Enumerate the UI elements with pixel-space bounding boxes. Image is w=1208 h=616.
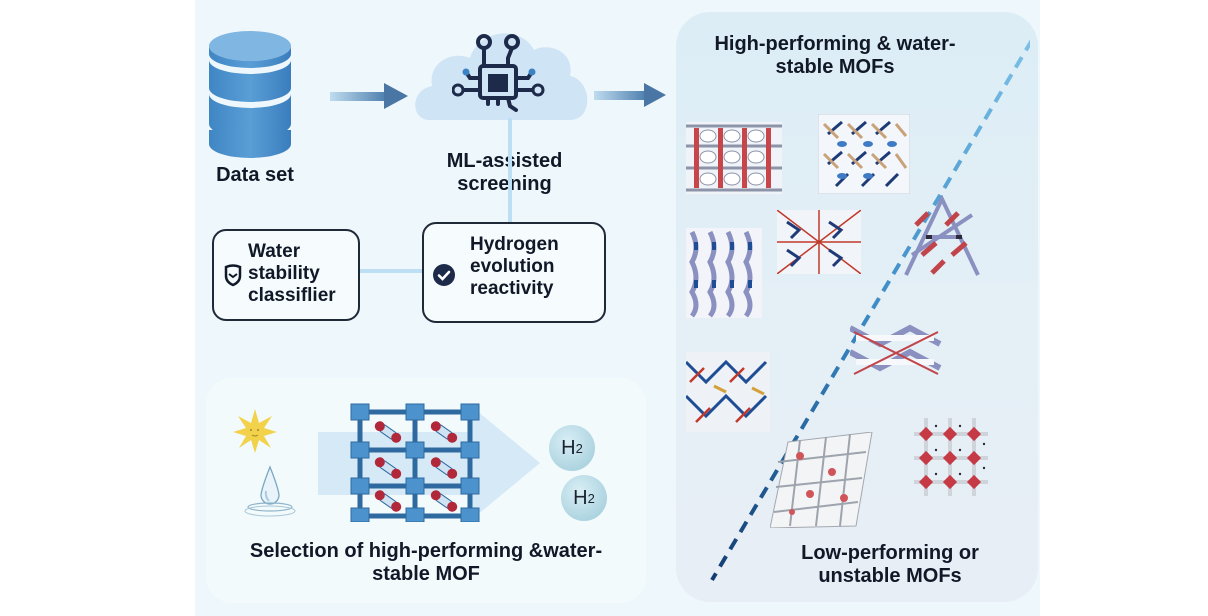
mof-structure-high-1 (686, 122, 782, 194)
guest-molecules (374, 421, 458, 512)
high-performing-label-line1: High-performing & water- (714, 33, 956, 55)
connector-water-to-hydrogen (360, 269, 424, 273)
selection-caption-line2: stable MOF (372, 563, 480, 585)
mof-structure-high-5 (686, 352, 770, 432)
ml-screening-label: ML-assisted screening (432, 150, 577, 196)
h2-symbol: H (573, 486, 588, 509)
chip-icon (452, 34, 545, 112)
hydrogen-evolution-line2: evolution (470, 256, 555, 278)
shield-icon (224, 264, 242, 287)
mof-lattice-icon (350, 403, 480, 522)
hydrogen-evolution-line1: Hydrogen (470, 234, 559, 255)
ml-screening-label-line1: ML-assisted (446, 150, 563, 172)
h2-symbol: H (561, 436, 576, 459)
selection-caption-line1: Selection of high-performing &water- (249, 540, 603, 562)
water-stability-text: Water stability classiflier (248, 241, 336, 307)
connector-ml-to-hydrogen (508, 118, 512, 222)
low-performing-label: Low-performing or unstable MOFs (770, 542, 1010, 588)
mof-structure-low-2 (850, 324, 942, 375)
dataset-label: Data set (216, 164, 294, 186)
mof-structure-high-4 (777, 210, 861, 274)
h2-subscript: 2 (575, 440, 583, 456)
water-stability-line1: Water (248, 241, 301, 262)
high-performing-label: High-performing & water- stable MOFs (690, 33, 980, 79)
process-arrow (318, 405, 540, 521)
low-performing-label-line1: Low-performing or (801, 542, 979, 564)
sun-icon (233, 409, 277, 453)
low-performing-label-line2: unstable MOFs (818, 565, 962, 587)
mof-structure-low-4 (914, 418, 988, 496)
arrow-ml-to-results (594, 83, 666, 107)
ml-screening-label-line2: screening (457, 173, 552, 195)
selection-caption: Selection of high-performing &water- sta… (220, 540, 632, 586)
hydrogen-evolution-line3: reactivity (470, 278, 554, 300)
water-drop-icon (244, 465, 296, 517)
hydrogen-evolution-box: Hydrogen evolution reactivity (422, 222, 606, 323)
mof-structure-high-3 (686, 228, 762, 318)
arrow-dataset-to-ml (330, 83, 408, 109)
h2-subscript: 2 (587, 490, 595, 506)
mof-structure-high-2 (818, 114, 910, 194)
mof-structure-low-3 (770, 432, 873, 528)
database-icon (209, 31, 291, 158)
water-stability-classifier-box: Water stability classiflier (212, 229, 360, 321)
high-performing-label-line2: stable MOFs (775, 56, 895, 78)
mof-structure-low-1 (904, 195, 980, 276)
classification-divider (710, 40, 1030, 582)
water-stability-line3: classiflier (248, 285, 336, 307)
hydrogen-evolution-text: Hydrogen evolution reactivity (470, 234, 559, 300)
check-circle-icon (433, 264, 455, 286)
water-stability-line2: stability (248, 263, 320, 285)
